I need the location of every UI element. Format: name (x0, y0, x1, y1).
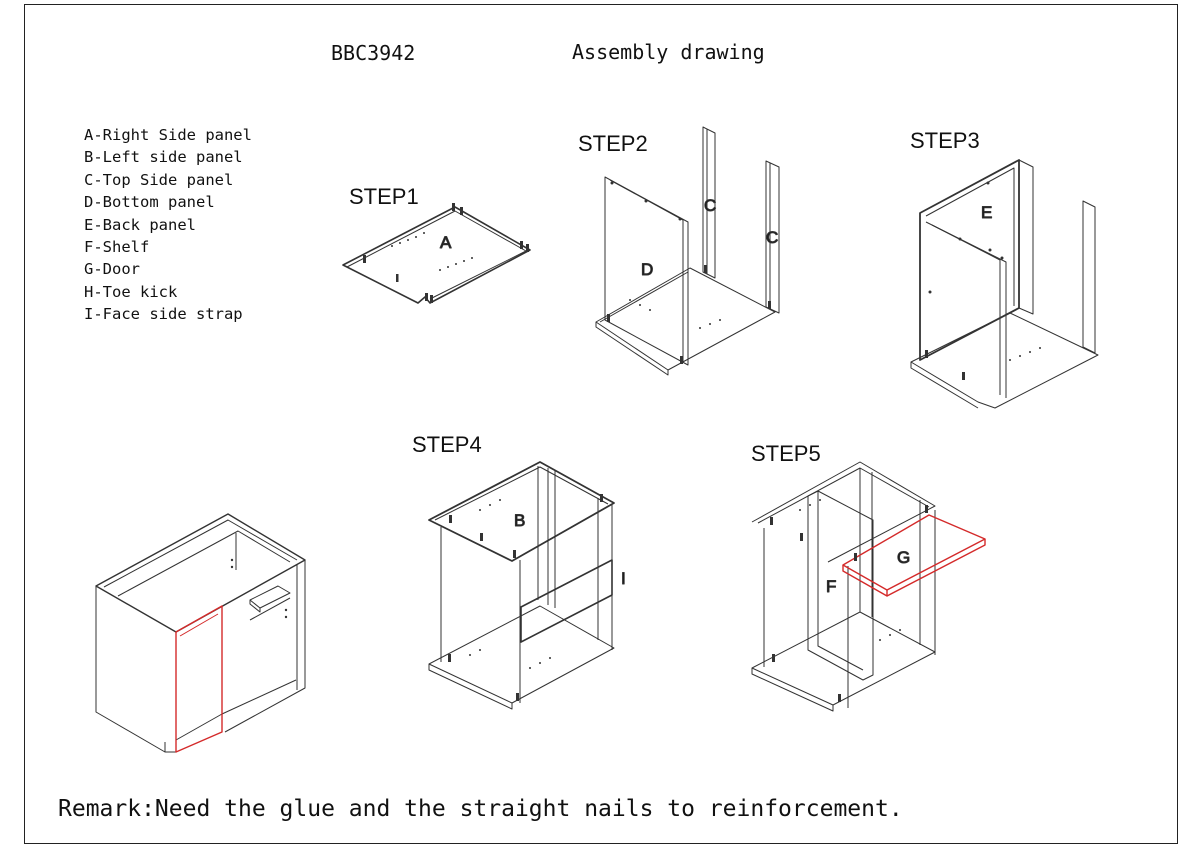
step4-drawing: B I (428, 461, 626, 710)
step1-drawing: A (342, 203, 531, 304)
part-label-g: G (897, 548, 910, 567)
legend-item-a: A-Right Side panel (84, 126, 252, 144)
legend-item-d: D-Bottom panel (84, 193, 215, 212)
step1-label: STEP1 (349, 184, 419, 209)
legend-item-b: B-Left side panel (84, 148, 243, 167)
step4-label: STEP4 (412, 432, 482, 457)
drawing-frame (24, 4, 1178, 844)
step2-label: STEP2 (578, 131, 648, 156)
step2-drawing: D C C (595, 126, 780, 376)
legend-item-f: F-Shelf (84, 238, 150, 257)
part-label-c2: C (766, 228, 778, 247)
remark-note: Remark:Need the glue and the straight na… (58, 796, 903, 822)
step3-label: STEP3 (910, 128, 980, 153)
parts-legend: A-Right Side panel B-Left side panel C-T… (84, 124, 252, 326)
part-label-a: A (440, 233, 452, 252)
legend-item-i: I-Face side strap (84, 305, 243, 324)
finished-cabinet-drawing (95, 513, 306, 753)
step3-drawing: E (910, 159, 1099, 409)
legend-item-h: H-Toe kick (84, 282, 178, 301)
part-label-d: D (641, 260, 653, 279)
model-number: BBC3942 (331, 41, 416, 65)
drawing-title: Assembly drawing (572, 40, 765, 64)
part-label-b: B (514, 511, 525, 530)
step5-drawing: F G (751, 461, 986, 712)
legend-item-e: E-Back panel (84, 215, 196, 234)
part-label-e: E (981, 203, 992, 222)
part-label-c1: C (704, 196, 716, 215)
part-label-f: F (826, 577, 836, 596)
legend-item-c: C-Top Side panel (84, 170, 234, 189)
step5-label: STEP5 (751, 441, 821, 466)
legend-item-g: G-Door (84, 260, 140, 279)
part-label-i: I (621, 569, 626, 588)
